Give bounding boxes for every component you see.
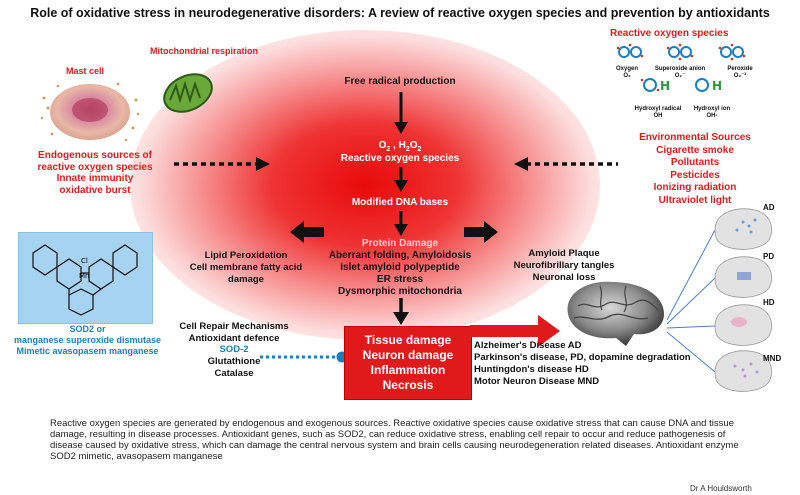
amyloid-text: Amyloid Plaque Neurofibrillary tangles N… xyxy=(513,248,615,283)
svg-text:Mn: Mn xyxy=(79,272,89,280)
mast-cell-image xyxy=(40,82,140,142)
brain-label-hd: HD xyxy=(763,298,775,307)
ros-molecule-icons: H H xyxy=(616,43,746,93)
svg-text:H: H xyxy=(712,79,722,93)
author-credit: Dr A Houldsworth xyxy=(690,484,752,493)
mast-cell-label: Mast cell xyxy=(66,66,105,76)
svg-text:H: H xyxy=(660,79,670,93)
svg-text:Cl: Cl xyxy=(81,257,88,265)
disease-list: Alzheimer's Disease AD Parkinson's disea… xyxy=(474,340,691,387)
footer-description: Reactive oxygen species are generated by… xyxy=(50,418,739,462)
ros-center-label: Reactive oxygen species xyxy=(340,153,460,164)
mitochondria-icon xyxy=(163,73,213,113)
environmental-sources-text: Environmental Sources Cigarette smoke Po… xyxy=(639,132,751,206)
tissue-damage-box: Tissue damage Neuron damage Inflammation… xyxy=(344,326,472,400)
endogenous-arrow xyxy=(174,157,270,171)
sod2-caption: SOD2 or manganese superoxide dismutase M… xyxy=(13,324,162,356)
sod2-label: SOD-2 xyxy=(219,344,249,355)
ros-title: Reactive oxygen species xyxy=(610,28,729,39)
arrow-down-3 xyxy=(394,211,408,236)
diagram-title: Role of oxidative stress in neurodegener… xyxy=(30,6,770,20)
arrow-down-2 xyxy=(394,167,408,192)
antioxidant-list: Glutathione Catalase xyxy=(207,356,261,379)
tissue-to-disease-arrow xyxy=(470,315,560,347)
arrow-left-block xyxy=(290,221,324,243)
protein-damage-title: Protein Damage xyxy=(361,238,439,249)
brain-label-ad: AD xyxy=(763,203,775,212)
disease-brain-panel xyxy=(666,208,772,392)
arrow-down-4 xyxy=(393,298,409,325)
mitochondria-label: Mitochondrial respiration xyxy=(150,46,259,56)
brain-image xyxy=(567,281,664,346)
protein-damage-items: Aberrant folding, Amyloidosis Islet amyl… xyxy=(328,250,472,297)
arrow-down-1 xyxy=(394,92,408,134)
endogenous-sources-text: Endogenous sources of reactive oxygen sp… xyxy=(37,150,153,196)
ros-formula: O2 , H2O2 xyxy=(378,140,422,153)
cell-repair-text: Cell Repair Mechanisms Antioxidant defen… xyxy=(179,321,289,344)
lipid-peroxidation-text: Lipid Peroxidation Cell membrane fatty a… xyxy=(189,250,303,285)
brain-label-mnd: MND xyxy=(763,354,782,363)
antioxidant-inhibit-line xyxy=(260,351,348,363)
free-radical-production: Free radical production xyxy=(344,76,456,87)
brain-label-pd: PD xyxy=(763,252,775,261)
arrow-right-block xyxy=(464,221,498,243)
environmental-arrow xyxy=(514,157,618,171)
molecule-structure-icon: Cl Mn xyxy=(32,244,138,316)
modified-dna-bases: Modified DNA bases xyxy=(351,197,449,208)
sod2-mimetic-structure-image: Cl Mn xyxy=(18,232,153,324)
